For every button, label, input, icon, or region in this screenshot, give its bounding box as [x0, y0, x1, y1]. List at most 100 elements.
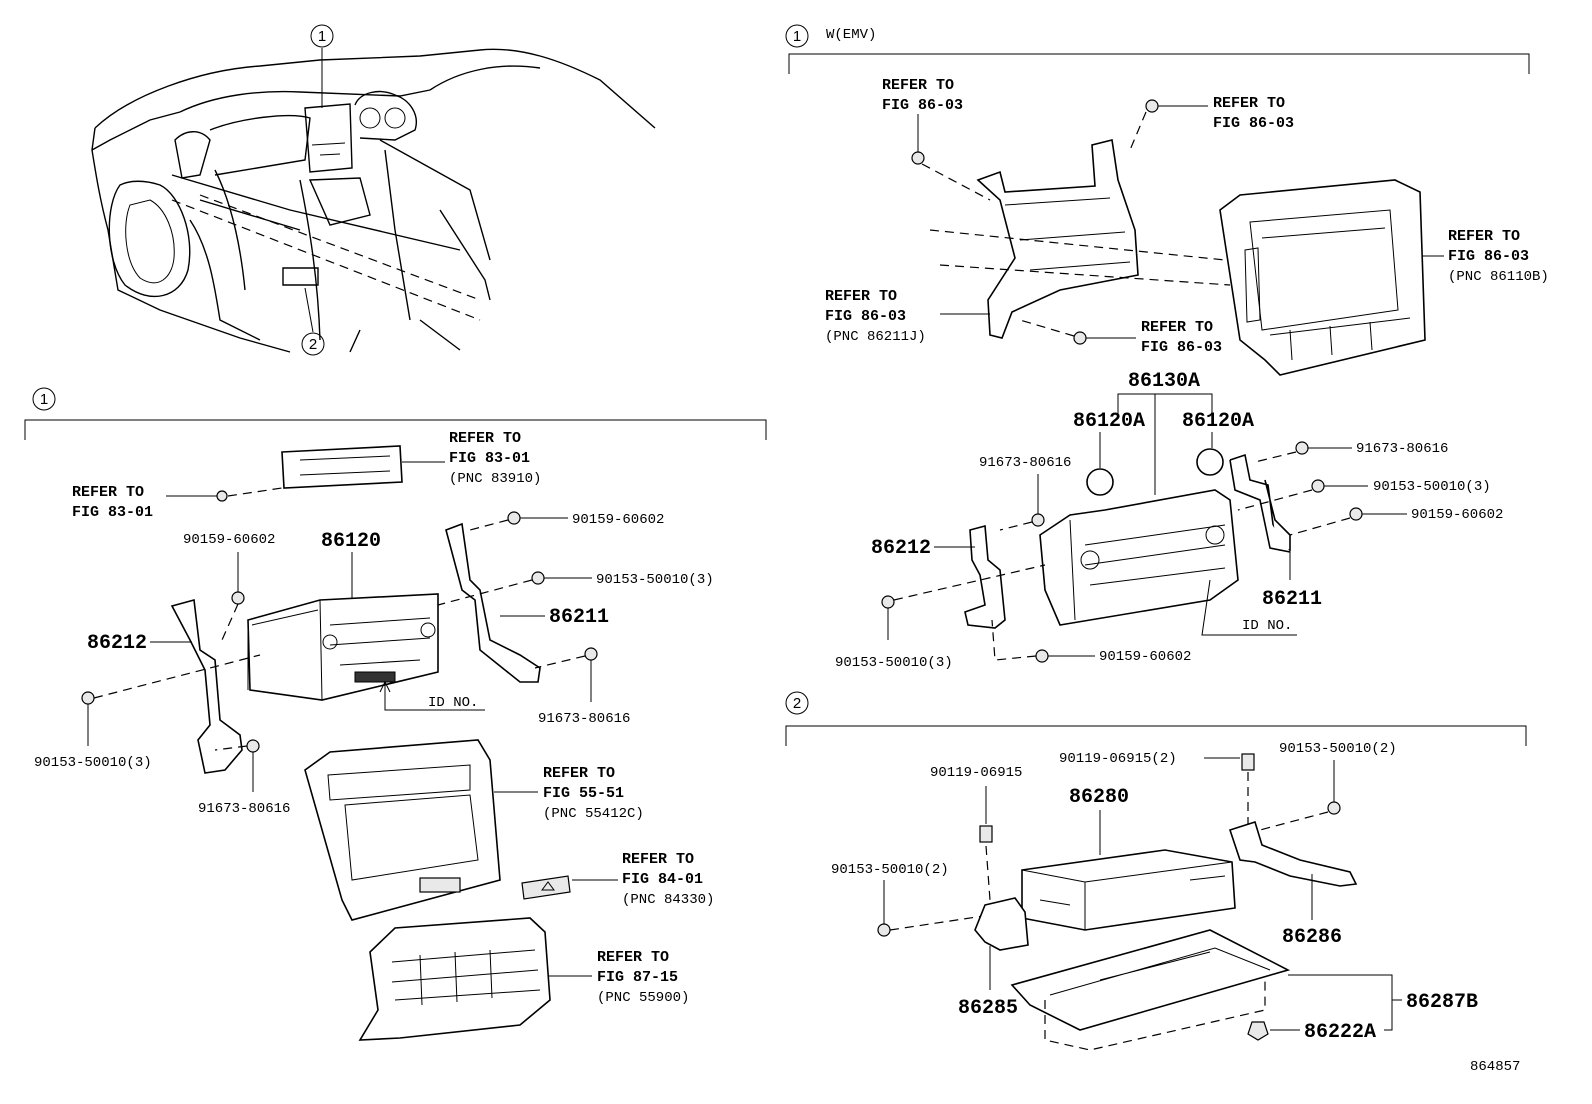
label-86211: 86211: [549, 606, 609, 629]
label-refer-tr-l2: FIG 86-03: [1213, 115, 1294, 132]
hazard-switch-part: [521, 875, 571, 900]
bezel-55412c-part: [304, 739, 501, 921]
frame-bracket-86211j-part: [976, 139, 1139, 339]
label-refer-84-01-l3: (PNC 84330): [622, 892, 714, 908]
label-90159-a: 90159-60602: [183, 532, 275, 548]
label-refer-83-01-pnc-l3: (PNC 83910): [449, 471, 541, 487]
label-86212: 86212: [87, 632, 147, 655]
label-refer-tl-l2: FIG 86-03: [882, 97, 963, 114]
label-refer-55-51-l1: REFER TO: [543, 765, 615, 782]
section-marker-amp: 2: [793, 695, 801, 712]
head-unit-location: [304, 103, 353, 173]
label-91673-emv-right: 91673-80616: [1356, 441, 1448, 457]
section-audio-standard: 1 REFER TO FIG 83-01 (PNC 83910) REFER T…: [24, 387, 767, 1041]
bracket-86285-part: [974, 897, 1029, 951]
bolt-icon: [531, 571, 545, 585]
label-91673-bottom: 91673-80616: [198, 801, 290, 817]
label-refer-84-01-l2: FIG 84-01: [622, 871, 703, 888]
label-refer-83-01-l1: REFER TO: [72, 484, 144, 501]
bolt-icon: [979, 825, 993, 843]
label-refer-right-l3: (PNC 86110B): [1448, 269, 1549, 285]
screw-icon: [216, 490, 228, 502]
label-refer-83-01-l2: FIG 83-01: [72, 504, 153, 521]
label-refer-left-l1: REFER TO: [825, 288, 897, 305]
section-audio-emv: 1 W(EMV) REFER TO FIG 86-03 REFER TO FIG…: [785, 24, 1549, 671]
label-90119-a: 90119-06915: [930, 765, 1022, 781]
vehicle-overview: 1 2: [91, 24, 656, 356]
marker-two: 2: [309, 336, 317, 353]
section-header-emv: W(EMV): [826, 27, 876, 43]
label-id-no-std: ID NO.: [428, 695, 478, 711]
bolt-icon: [1035, 649, 1049, 663]
label-refer-84-01-l1: REFER TO: [622, 851, 694, 868]
label-86211-emv: 86211: [1262, 588, 1322, 611]
label-86222a: 86222A: [1304, 1021, 1376, 1044]
label-86287b: 86287B: [1406, 991, 1478, 1014]
knob-86120a-right-part: [1196, 448, 1224, 476]
label-refer-87-15-l1: REFER TO: [597, 949, 669, 966]
bracket-86212-part: [170, 598, 243, 774]
section-amplifier: 2 90119-06915 90119-06915(2) 90153-50010…: [785, 691, 1527, 1051]
label-86285: 86285: [958, 997, 1018, 1020]
label-refer-83-01-pnc-l2: FIG 83-01: [449, 450, 530, 467]
section-marker-emv: 1: [793, 28, 801, 45]
label-90153-emv-right: 90153-50010(3): [1373, 479, 1491, 495]
cover-86287b-part: [1010, 929, 1291, 1031]
label-90159-emv-bottom: 90159-60602: [1099, 649, 1191, 665]
label-refer-tl-l1: REFER TO: [882, 77, 954, 94]
amplifier-86280-part: [1021, 849, 1236, 931]
amplifier-location: [282, 267, 319, 286]
bracket-86211-part: [445, 522, 541, 683]
screw-icon: [1145, 99, 1159, 113]
label-90159-emv-right: 90159-60602: [1411, 507, 1503, 523]
label-refer-left-l3: (PNC 86211J): [825, 329, 926, 345]
bolt-icon: [81, 691, 95, 705]
label-90153-amp-left: 90153-50010(2): [831, 862, 949, 878]
clip-86222a-part: [1247, 1021, 1269, 1041]
screw-icon: [911, 151, 925, 165]
marker-two-icon: [301, 332, 325, 356]
label-refer-87-15-l2: FIG 87-15: [597, 969, 678, 986]
label-refer-right-l2: FIG 86-03: [1448, 248, 1529, 265]
label-86120a-right: 86120A: [1182, 410, 1254, 433]
label-86286: 86286: [1282, 926, 1342, 949]
label-90153-emv-left: 90153-50010(3): [835, 655, 953, 671]
label-90153-amp-right: 90153-50010(2): [1279, 741, 1397, 757]
label-86212-emv: 86212: [871, 537, 931, 560]
label-90119-b: 90119-06915(2): [1059, 751, 1177, 767]
control-panel-55900-part: [358, 917, 551, 1041]
bolt-icon: [231, 591, 245, 605]
bolt-icon: [1327, 801, 1341, 815]
label-86120: 86120: [321, 530, 381, 553]
figure-id: 864857: [1470, 1059, 1520, 1075]
label-91673-emv-left: 91673-80616: [979, 455, 1071, 471]
section-marker: 1: [40, 391, 48, 408]
label-refer-left-l2: FIG 86-03: [825, 308, 906, 325]
label-90153-left: 90153-50010(3): [34, 755, 152, 771]
head-unit-86120-part: [247, 593, 439, 701]
label-90153-right: 90153-50010(3): [596, 572, 714, 588]
bolt-icon: [1349, 507, 1363, 521]
screw-icon: [1073, 331, 1087, 345]
bolt-icon: [246, 739, 260, 753]
bolt-icon: [584, 647, 598, 661]
bolt-icon: [1241, 753, 1255, 771]
display-86110b-part: [1219, 179, 1426, 376]
bolt-icon: [1295, 441, 1309, 455]
bolt-icon: [1311, 479, 1325, 493]
bracket-86286-part: [1228, 820, 1358, 887]
bracket-86212-emv-part: [964, 524, 1006, 629]
marker-one-icon: [310, 24, 334, 48]
label-90159-b: 90159-60602: [572, 512, 664, 528]
label-refer-right-l1: REFER TO: [1448, 228, 1520, 245]
section-marker-icon: [785, 24, 809, 48]
bolt-icon: [881, 595, 895, 609]
label-refer-mid-l2: FIG 86-03: [1141, 339, 1222, 356]
section-marker-icon: [32, 387, 56, 411]
bolt-icon: [877, 923, 891, 937]
label-id-no-emv: ID NO.: [1242, 618, 1292, 634]
bolt-icon: [507, 511, 521, 525]
label-refer-55-51-l2: FIG 55-51: [543, 785, 624, 802]
